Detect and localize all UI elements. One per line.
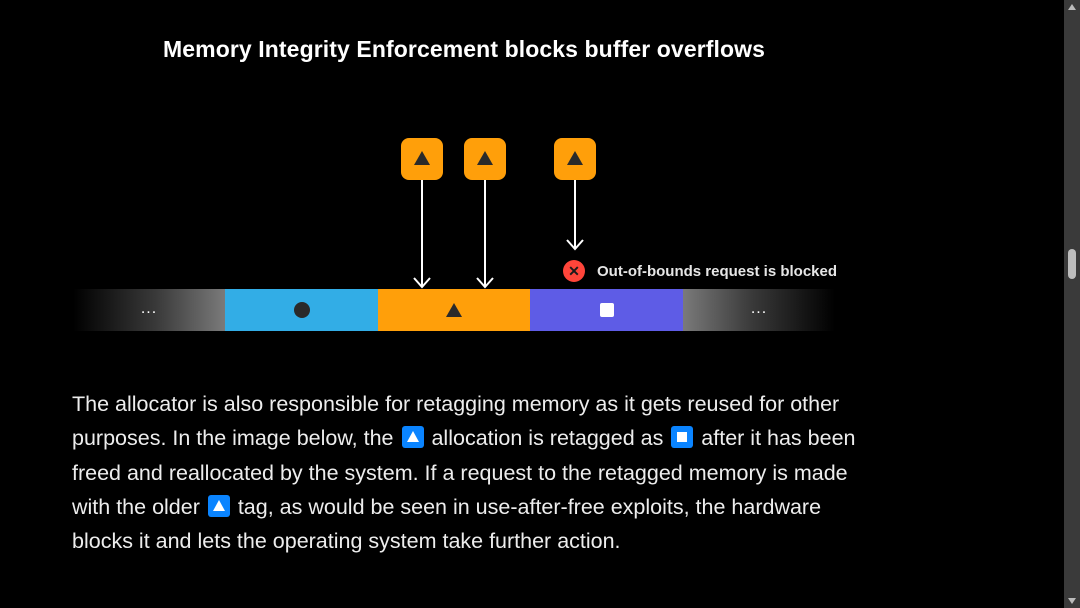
blocked-notice: ✕ Out-of-bounds request is blocked [563, 260, 837, 282]
triangle-tag-icon [401, 426, 424, 449]
arrow-head-3 [566, 239, 584, 251]
circle-tag-icon [293, 302, 310, 318]
body-paragraph: The allocator is also responsible for re… [72, 387, 872, 558]
scroll-up-arrow-icon[interactable] [1068, 4, 1076, 10]
square-tag-icon [599, 303, 614, 317]
overflow-diagram: ✕ Out-of-bounds request is blocked ... .… [73, 138, 837, 331]
scrollbar-thumb[interactable] [1068, 249, 1076, 279]
request-tag-2 [464, 138, 506, 180]
arrow-head-2 [476, 277, 494, 289]
paragraph-text: allocation is retagged as [425, 426, 670, 451]
paragraph-text: The allocator is also responsible for re… [72, 392, 840, 451]
memory-segment-square [530, 289, 683, 331]
arrow-head-1 [413, 277, 431, 289]
memory-segment-triangle [378, 289, 530, 331]
paragraph-text: tag, as would be seen in use-after-free … [72, 494, 822, 554]
page-title: Memory Integrity Enforcement blocks buff… [163, 36, 766, 62]
ellipsis-label: ... [750, 300, 768, 317]
triangle-tag-icon [414, 151, 430, 165]
memory-bar: ... ... [73, 289, 835, 331]
request-tag-1 [401, 138, 443, 180]
memory-segment-right: ... [683, 289, 835, 331]
triangle-tag-icon [477, 151, 493, 165]
blocked-label: Out-of-bounds request is blocked [597, 262, 838, 280]
triangle-tag-icon [207, 494, 230, 517]
triangle-tag-icon [446, 303, 462, 317]
triangle-tag-icon [567, 151, 583, 165]
scroll-down-arrow-icon[interactable] [1068, 598, 1076, 604]
memory-segment-left: ... [73, 289, 225, 331]
paragraph-text: after it has been freed and reallocated … [72, 426, 856, 519]
request-tag-3 [554, 138, 596, 180]
vertical-scrollbar[interactable] [1064, 0, 1080, 608]
arrows-layer [413, 180, 584, 289]
square-tag-icon [671, 426, 694, 449]
ellipsis-label: ... [140, 300, 158, 317]
x-circle-icon: ✕ [563, 260, 585, 282]
memory-segment-circle [225, 289, 378, 331]
